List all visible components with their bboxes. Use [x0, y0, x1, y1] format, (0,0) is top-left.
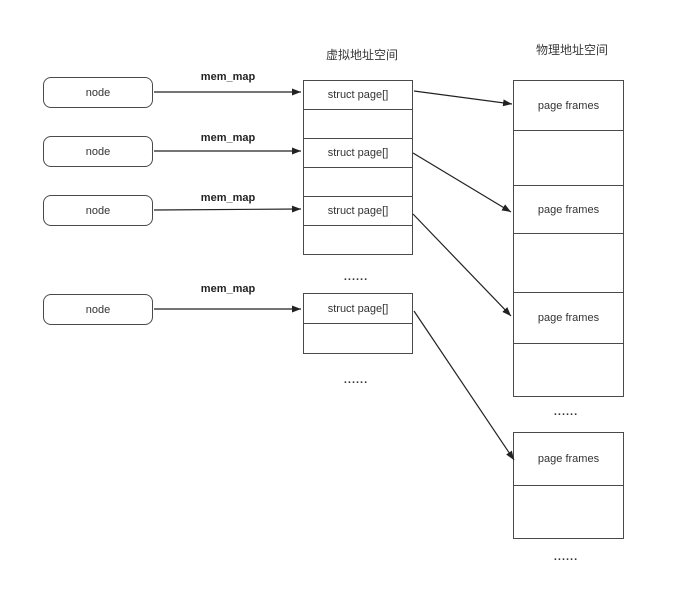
physical-space-table-2: page frames	[513, 432, 624, 539]
page-frames-row: page frames	[514, 81, 623, 131]
page-frames-row: page frames	[514, 433, 623, 486]
empty-row	[514, 131, 623, 186]
empty-row	[514, 486, 623, 538]
mapping-arrow-1	[413, 90, 513, 107]
page-frames-row: page frames	[514, 186, 623, 234]
mapping-arrow-3	[412, 213, 512, 317]
node-box-2: node	[43, 136, 153, 167]
mapping-arrow-2	[412, 152, 512, 213]
physical-space-table-1: page frames page frames page frames	[513, 80, 624, 397]
mem-map-arrow-3	[153, 205, 302, 213]
empty-row	[304, 226, 412, 254]
physical-address-space-header: 物理地址空间	[535, 43, 609, 57]
node-box-3: node	[43, 195, 153, 226]
mem-map-label-1: mem_map	[200, 71, 256, 83]
struct-page-row: struct page[]	[304, 139, 412, 168]
physical-ellipsis-1: ......	[553, 406, 579, 418]
physical-ellipsis-2: ......	[553, 551, 579, 563]
virtual-space-table-2: struct page[]	[303, 293, 413, 354]
virtual-space-table-1: struct page[] struct page[] struct page[…	[303, 80, 413, 255]
empty-row	[304, 324, 412, 353]
mem-map-label-4: mem_map	[200, 283, 256, 295]
struct-page-row: struct page[]	[304, 197, 412, 226]
virtual-ellipsis-2: ......	[343, 374, 369, 386]
virtual-address-space-header: 虚拟地址空间	[325, 48, 399, 62]
mapping-arrow-4	[413, 310, 515, 461]
virtual-ellipsis-1: ......	[343, 271, 369, 283]
empty-row	[514, 234, 623, 293]
node-box-4: node	[43, 294, 153, 325]
struct-page-row: struct page[]	[304, 294, 412, 324]
mem-map-label-2: mem_map	[200, 132, 256, 144]
page-frames-row: page frames	[514, 293, 623, 344]
empty-row	[304, 110, 412, 139]
struct-page-row: struct page[]	[304, 81, 412, 110]
mem-map-label-3: mem_map	[200, 192, 256, 204]
node-box-1: node	[43, 77, 153, 108]
empty-row	[304, 168, 412, 197]
empty-row	[514, 344, 623, 396]
